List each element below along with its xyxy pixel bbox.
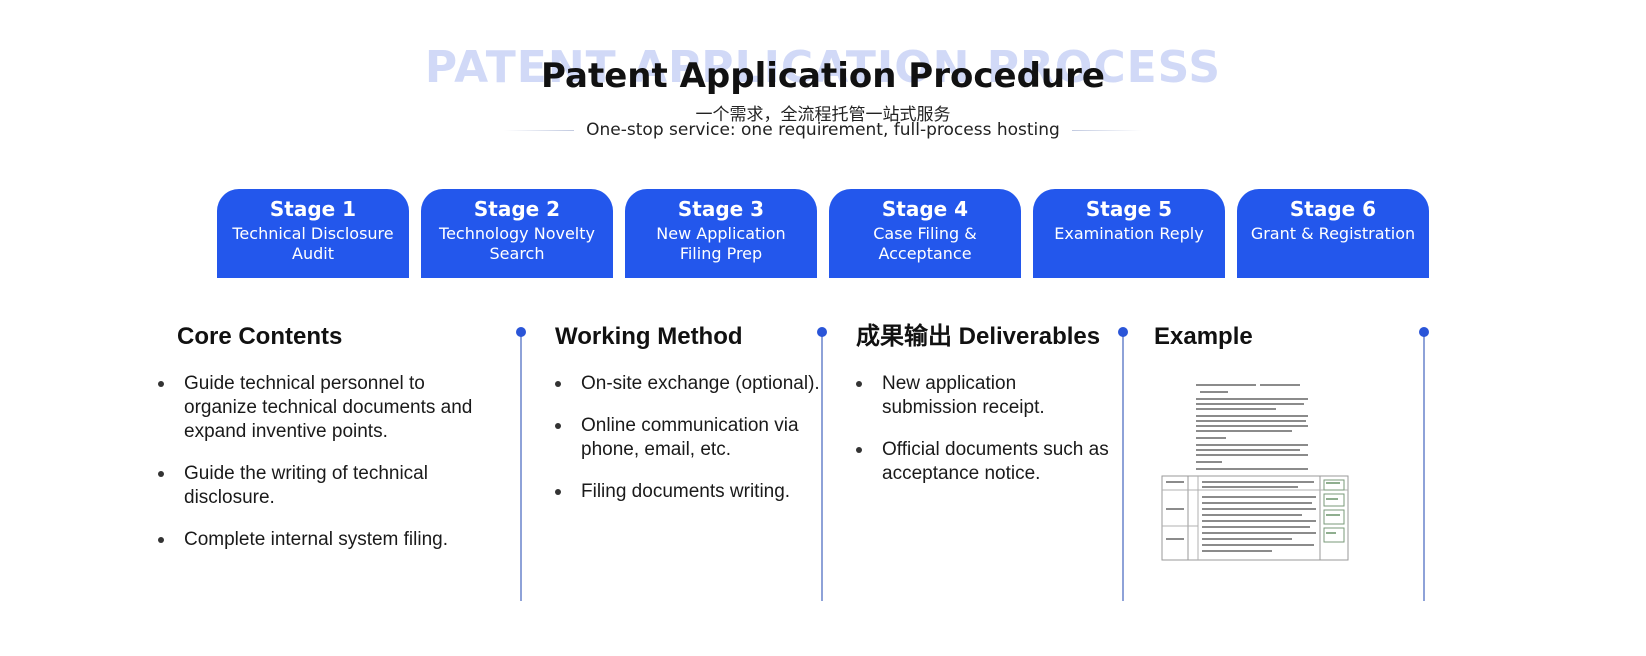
column-working-method: Working Method On-site exchange (optiona… (555, 320, 820, 522)
list-item: Official documents such as acceptance no… (856, 438, 1111, 486)
subtitle-english-row: One-stop service: one requirement, full-… (0, 120, 1646, 140)
list-item: Complete internal system filing. (158, 528, 498, 552)
column-heading: Working Method (555, 323, 743, 350)
list-item: Filing documents writing. (555, 480, 820, 504)
stage-description: Grant & Registration (1250, 224, 1416, 243)
subtitle-line-right (1071, 129, 1142, 131)
stage-tab-5: Stage 5 Examination Reply (1033, 189, 1225, 278)
stage-tab-4: Stage 4 Case Filing & Acceptance (829, 189, 1021, 278)
list-item: Guide technical personnel to organize te… (158, 372, 498, 444)
column-heading: Example (1154, 323, 1253, 350)
subtitle-line-left (504, 129, 575, 131)
column-example: Example (1154, 320, 1414, 372)
bullet-list: On-site exchange (optional). Online comm… (555, 372, 820, 504)
column-divider-3 (1122, 333, 1124, 601)
column-core-contents: Core Contents Guide technical personnel … (158, 320, 498, 570)
document-thumbnail-icon (1161, 378, 1349, 561)
stage-tabs: Stage 1 Technical Disclosure Audit Stage… (217, 189, 1429, 278)
stage-title: Stage 5 (1085, 197, 1173, 221)
bullet-list: Guide technical personnel to organize te… (158, 372, 498, 552)
list-item: Guide the writing of technical disclosur… (158, 462, 498, 510)
column-divider-dot-1 (516, 327, 526, 337)
stage-title: Stage 4 (881, 197, 969, 221)
column-divider-2 (821, 333, 823, 601)
stage-description: Technical Disclosure Audit (232, 224, 394, 263)
stage-title: Stage 1 (269, 197, 357, 221)
stage-title: Stage 2 (473, 197, 561, 221)
list-item: Online communication via phone, email, e… (555, 414, 820, 462)
column-divider-4 (1423, 333, 1425, 601)
title-watermark: PATENT APPLICATION PROCESS (424, 42, 1222, 93)
subtitle-chinese: 一个需求，全流程托管一站式服务 (695, 105, 951, 125)
stage-title: Stage 3 (677, 197, 765, 221)
column-heading: Core Contents (177, 323, 343, 350)
column-divider-dot-2 (817, 327, 827, 337)
stage-title: Stage 6 (1289, 197, 1377, 221)
stage-description: Case Filing & Acceptance (873, 224, 977, 263)
column-divider-dot-3 (1118, 327, 1128, 337)
stage-description: Examination Reply (1054, 224, 1204, 243)
column-divider-dot-4 (1419, 327, 1429, 337)
column-heading: 成果输出 Deliverables (856, 323, 1101, 350)
stage-description: Technology Novelty Search (439, 224, 595, 263)
bullet-list: New application submission receipt. Offi… (856, 372, 1111, 486)
subtitle-english: One-stop service: one requirement, full-… (586, 120, 1060, 140)
column-divider-1 (520, 333, 522, 601)
stage-tab-1: Stage 1 Technical Disclosure Audit (217, 189, 409, 278)
stage-description: New Application Filing Prep (656, 224, 786, 263)
page-title: Patent Application Procedure (541, 56, 1105, 96)
column-deliverables: 成果输出 Deliverables New application submis… (856, 320, 1111, 504)
list-item: On-site exchange (optional). (555, 372, 820, 396)
stage-tab-6: Stage 6 Grant & Registration (1237, 189, 1429, 278)
stage-tab-3: Stage 3 New Application Filing Prep (625, 189, 817, 278)
list-item: New application submission receipt. (856, 372, 1111, 420)
stage-tab-2: Stage 2 Technology Novelty Search (421, 189, 613, 278)
